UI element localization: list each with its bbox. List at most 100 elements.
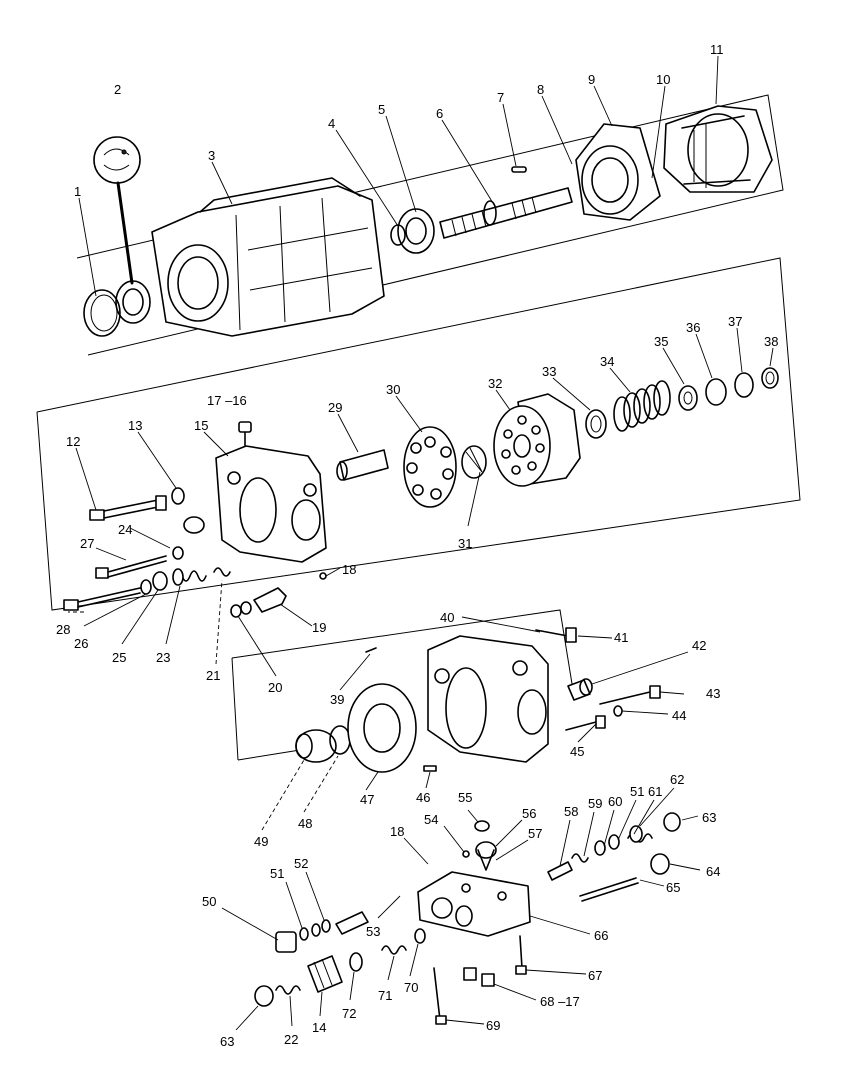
callout-70: 70 [404, 980, 418, 995]
part-pin-39 [365, 647, 377, 653]
callout-54: 54 [424, 812, 438, 827]
callout-2: 2 [114, 82, 121, 97]
callout-53: 53 [366, 924, 380, 939]
part-retainer-plate-30 [403, 426, 457, 508]
callout-30: 30 [386, 382, 400, 397]
callout-50: 50 [202, 894, 216, 909]
callout-37: 37 [728, 314, 742, 329]
frame-middle [36, 257, 801, 611]
callout-36: 36 [686, 320, 700, 335]
callout-27: 27 [80, 536, 94, 551]
callout-6: 6 [436, 106, 443, 121]
callout-69: 69 [486, 1018, 500, 1033]
callout-45: 45 [570, 744, 584, 759]
callout-67: 67 [588, 968, 602, 983]
part-spool-58 [547, 861, 573, 881]
callout-62: 62 [670, 772, 684, 787]
callout-26: 26 [74, 636, 88, 651]
part-spherical-bush [461, 445, 487, 479]
callout-5: 5 [378, 102, 385, 117]
part-spring-34 [613, 380, 671, 432]
frame-lower [231, 609, 574, 761]
callout-13: 13 [128, 418, 142, 433]
part-screw-69 [433, 967, 447, 1025]
callout-63b: 63 [220, 1034, 234, 1049]
part-spring-71 [381, 945, 407, 955]
callout-65: 65 [666, 880, 680, 895]
callout-22: 22 [284, 1032, 298, 1047]
part-valve-body-14 [307, 955, 343, 993]
part-bolt-12 [89, 495, 167, 521]
callout-59: 59 [588, 796, 602, 811]
part-ring-70 [414, 928, 426, 944]
callout-39: 39 [330, 692, 344, 707]
callout-8: 8 [537, 82, 544, 97]
callout-46: 46 [416, 790, 430, 805]
part-housing-3 [151, 177, 385, 337]
part-plug-64 [650, 853, 670, 875]
part-ring-36 [705, 378, 727, 406]
callout-41: 41 [614, 630, 628, 645]
part-spring-21 [213, 567, 231, 577]
part-stud-28 [63, 587, 141, 611]
part-fitting-62 [629, 825, 643, 843]
callout-68-17: 68 –17 [540, 994, 580, 1009]
part-bolt-27 [95, 555, 167, 579]
part-plug-42 [567, 678, 593, 701]
part-screw-16 [238, 421, 252, 447]
callout-18b: 18 [390, 824, 404, 839]
part-washer-33 [585, 409, 607, 439]
callout-47: 47 [360, 792, 374, 807]
part-detail-circle-2 [93, 136, 141, 285]
part-port-plate-47 [347, 683, 417, 773]
part-spring-22 [275, 985, 301, 995]
part-screw-40 [535, 627, 577, 643]
part-washer-26 [140, 579, 152, 595]
callout-38: 38 [764, 334, 778, 349]
part-cap-63b [254, 985, 274, 1007]
part-washer-35 [678, 385, 698, 411]
part-pin-46 [423, 765, 437, 772]
callout-42: 42 [692, 638, 706, 653]
part-ring-25 [152, 571, 168, 591]
part-screw-67 [515, 935, 527, 975]
callout-44: 44 [672, 708, 686, 723]
callout-21: 21 [206, 668, 220, 683]
part-cylinder-block-32 [493, 393, 581, 487]
part-snap-ring-37 [734, 372, 754, 398]
callout-11: 11 [710, 42, 724, 57]
part-pin-29 [336, 449, 389, 481]
callout-56: 56 [522, 806, 536, 821]
part-rod-65 [579, 877, 639, 902]
part-key-7 [511, 166, 527, 173]
part-rings-51b-52 [299, 911, 369, 941]
callout-33: 33 [542, 364, 556, 379]
callout-51b: 51 [270, 866, 284, 881]
callout-25: 25 [112, 650, 126, 665]
callout-66: 66 [594, 928, 608, 943]
part-washer-44 [613, 705, 623, 717]
part-flange-9 [575, 123, 661, 221]
part-bearing-49 [295, 729, 337, 763]
part-ring-51a [608, 834, 620, 850]
callout-43: 43 [706, 686, 720, 701]
callout-34: 34 [600, 354, 614, 369]
callout-55: 55 [458, 790, 472, 805]
part-bolt-43 [599, 685, 661, 705]
part-cap-63a [663, 812, 681, 832]
callout-18a: 18 [342, 562, 356, 577]
callout-52: 52 [294, 856, 308, 871]
part-plug-50 [275, 931, 297, 953]
callout-20: 20 [268, 680, 282, 695]
callout-7: 7 [497, 90, 504, 105]
part-ring-60 [594, 840, 606, 856]
part-oring-55 [474, 820, 490, 832]
callout-49: 49 [254, 834, 268, 849]
part-seal-ring [115, 280, 151, 324]
part-snap-ring-1 [83, 289, 121, 337]
callout-60: 60 [608, 794, 622, 809]
leader-lines [68, 55, 774, 1031]
callout-58: 58 [564, 804, 578, 819]
callout-4: 4 [328, 116, 335, 131]
callout-14: 14 [312, 1020, 326, 1035]
